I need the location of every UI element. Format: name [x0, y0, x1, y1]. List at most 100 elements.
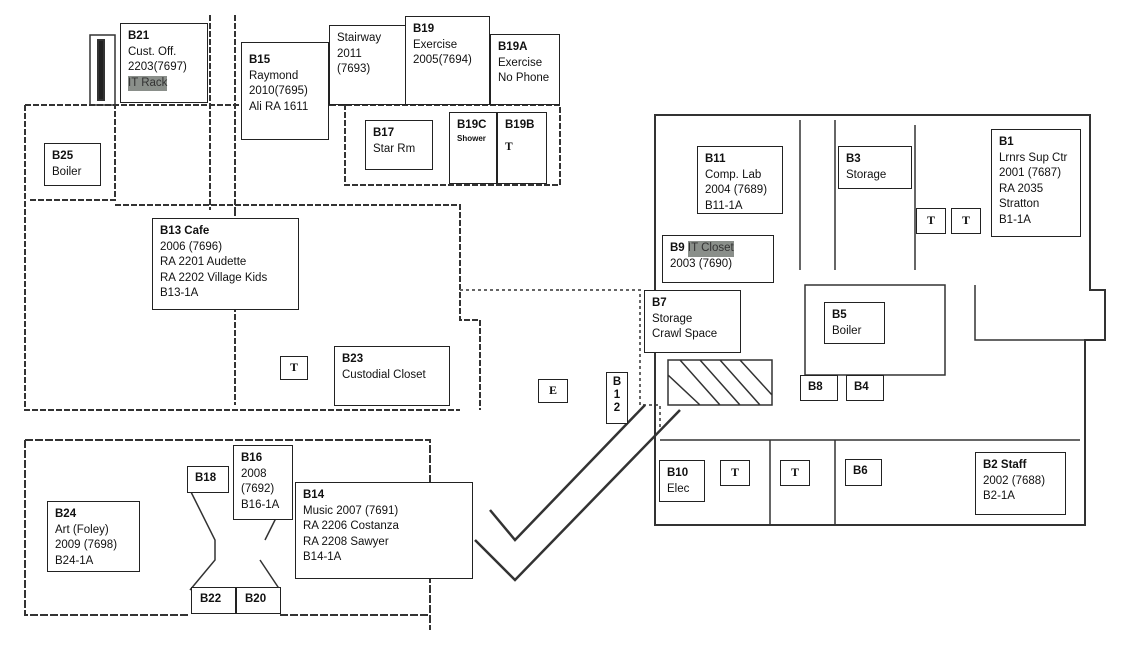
- room-label: B19C: [457, 119, 487, 131]
- room-stairway: Stairway 2011 (7693): [329, 25, 406, 105]
- room-label: B5: [832, 309, 847, 321]
- room-label: B3: [846, 153, 861, 165]
- room-phone: (7692): [241, 483, 275, 495]
- room-code: B16-1A: [241, 498, 280, 511]
- room-label: B9: [670, 242, 685, 254]
- room-label: B1: [999, 136, 1014, 148]
- room-b6: B6: [845, 459, 882, 486]
- room-ra: RA 2206 Costanza: [303, 520, 399, 532]
- room-b19c: B19C Shower: [449, 112, 497, 184]
- room-number: 2003 (7690): [670, 257, 733, 270]
- room-b20: B20: [236, 587, 281, 614]
- toilet-icon: T: [951, 208, 981, 234]
- room-number: 2006 (7696): [160, 240, 223, 253]
- room-label: B13 Cafe: [160, 225, 210, 237]
- toilet-icon: T: [280, 356, 308, 380]
- room-ra: RA 2035: [999, 182, 1044, 195]
- room-name: Elec: [667, 482, 690, 495]
- room-code: B13-1A: [160, 287, 199, 299]
- room-name: Stairway: [337, 32, 382, 44]
- toilet-icon: T: [720, 460, 750, 486]
- room-label: B22: [200, 593, 222, 605]
- room-number: 2005(7694): [413, 54, 472, 66]
- room-name: Raymond: [249, 69, 299, 82]
- room-name: Lrnrs Sup Ctr: [999, 151, 1068, 164]
- room-note: Crawl Space: [652, 328, 718, 340]
- room-code: B14-1A: [303, 551, 342, 563]
- room-b13: B13 Cafe 2006 (7696) RA 2201 Audette RA 220…: [152, 218, 299, 310]
- room-ra: Ali RA 1611: [249, 100, 309, 113]
- room-name: Exercise: [413, 38, 458, 51]
- room-label: B11: [705, 153, 726, 165]
- room-number: 2001 (7687): [999, 167, 1062, 179]
- room-name: Art (Foley): [55, 523, 109, 536]
- room-number: 2004 (7689): [705, 184, 768, 196]
- room-label: B14: [303, 489, 325, 501]
- room-name: Comp. Lab: [705, 168, 762, 181]
- room-name: Star Rm: [373, 142, 416, 155]
- room-name: Boiler: [832, 324, 862, 337]
- room-label: B15: [249, 54, 271, 66]
- room-name: Storage: [652, 312, 693, 325]
- room-code: B11-1A: [705, 199, 743, 212]
- toilet-icon: T: [505, 140, 513, 153]
- room-name: Music 2007 (7691): [303, 504, 399, 517]
- room-label: B16: [241, 452, 263, 464]
- room-note: No Phone: [498, 72, 550, 84]
- room-label: B: [612, 376, 622, 388]
- room-name: Exercise: [498, 56, 543, 69]
- room-number: 2008: [241, 467, 267, 480]
- room-number: 2002 (7688): [983, 474, 1046, 487]
- room-label: 2: [613, 402, 621, 414]
- room-code: B1-1A: [999, 213, 1031, 226]
- toilet-icon: T: [780, 460, 810, 486]
- toilet-icon: T: [916, 208, 946, 234]
- room-number: 2010(7695): [249, 85, 308, 97]
- room-b22: B22: [191, 587, 236, 614]
- room-label: B4: [854, 381, 869, 393]
- room-b4: B4: [846, 375, 884, 401]
- room-b18: B18: [187, 466, 229, 493]
- room-number: 2009 (7698): [55, 539, 118, 551]
- room-label: B19: [413, 23, 435, 35]
- room-label: B10: [667, 467, 689, 479]
- room-name: Storage: [846, 168, 887, 181]
- room-label: B19B: [505, 119, 535, 131]
- room-name: Custodial Closet: [342, 368, 426, 381]
- room-name: Shower: [457, 133, 486, 143]
- elevator-icon: E: [538, 379, 568, 403]
- room-number: 2203(7697): [128, 61, 187, 73]
- room-label: B23: [342, 353, 364, 365]
- room-label: B6: [853, 465, 868, 477]
- room-label: B8: [808, 381, 823, 393]
- room-ra: RA 2202 Village Kids: [160, 271, 268, 284]
- it-closet-highlight: IT Closet: [687, 241, 734, 257]
- room-phone: (7693): [337, 63, 371, 75]
- room-label: B7: [652, 297, 667, 309]
- it-rack-highlight: IT Rack: [128, 75, 168, 91]
- room-code: B24-1A: [55, 554, 94, 567]
- room-number: 2011: [337, 47, 362, 60]
- room-label: B18: [195, 472, 217, 484]
- room-b16: B16 2008 (7692) B16-1A: [233, 445, 293, 520]
- room-code: B2-1A: [983, 490, 1015, 502]
- room-ra: RA 2201 Audette: [160, 256, 247, 268]
- room-label: B2 Staff: [983, 459, 1027, 471]
- room-label: B25: [52, 150, 74, 162]
- room-occupant: Stratton: [999, 198, 1040, 210]
